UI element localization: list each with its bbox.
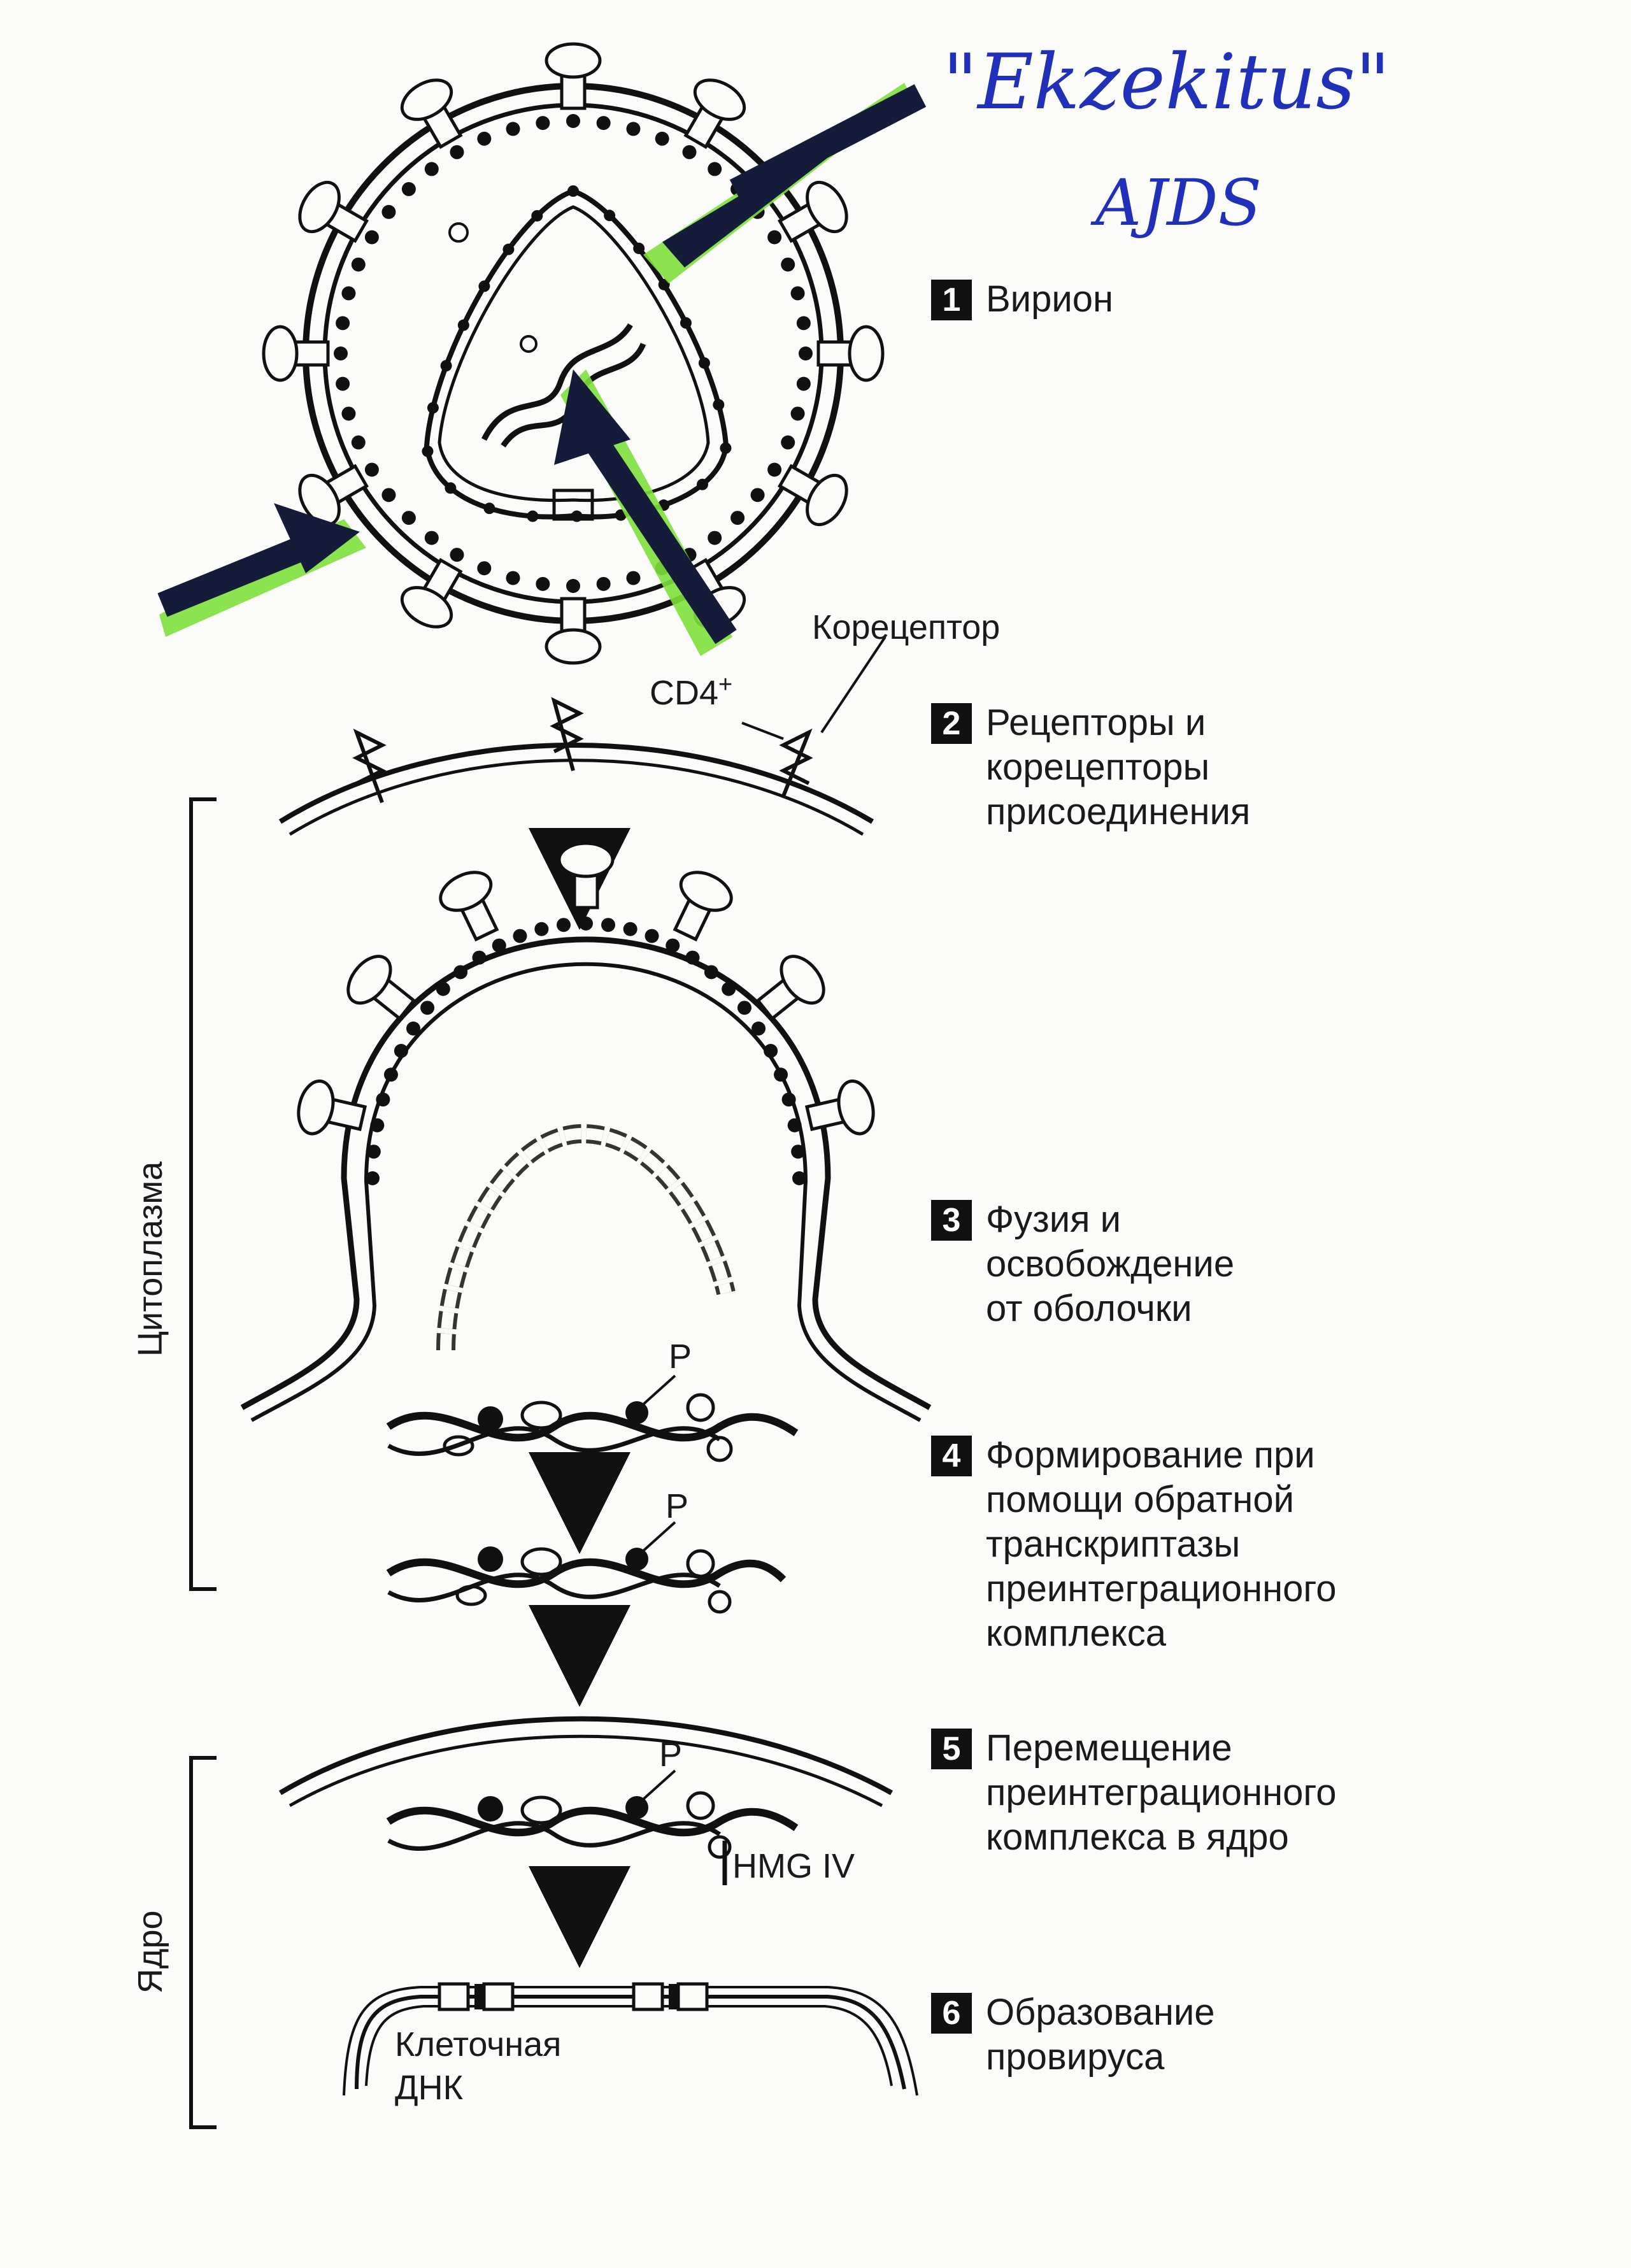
- step-5-text: Перемещение преинтеграционного комплекса…: [986, 1727, 1337, 1858]
- receptor-2: [550, 697, 584, 771]
- annotation-arrows: [157, 83, 927, 656]
- fusion-matrix-dots: [366, 916, 806, 1185]
- nucleus-bracket: [189, 1756, 217, 2129]
- step-4-text: Формирование при помощи обратной транскр…: [986, 1434, 1337, 1654]
- receptor-3: [779, 728, 813, 797]
- cytoplasm-bracket: [189, 797, 217, 1591]
- step-1-number: 1: [931, 280, 972, 320]
- step-6: 6 Образование провируса: [931, 1990, 1215, 2079]
- cell-dna-label-1: Клеточная: [395, 2025, 562, 2064]
- preintegration-complex-2: [386, 1521, 787, 1614]
- nuclear-membrane: [278, 1716, 893, 1808]
- phosphate-label-3: P: [659, 1736, 683, 1774]
- step-3-text: Фузия и освобождение от оболочки: [986, 1199, 1235, 1329]
- step-5-number: 5: [931, 1729, 972, 1769]
- preintegration-complex-1: [386, 1374, 799, 1462]
- step-3: 3 Фузия и освобождение от оболочки: [931, 1197, 1234, 1331]
- provirus: [343, 1982, 918, 2096]
- fusion-glycoproteins: [297, 841, 875, 1136]
- step-2: 2 Рецепторы и корецепторы присоединения: [931, 701, 1250, 834]
- cytoplasm-label: Цитоплазма: [131, 1161, 169, 1357]
- step-6-number: 6: [931, 1993, 972, 2034]
- cd4-text: CD4: [650, 674, 719, 712]
- cell-membrane-top: [278, 636, 887, 836]
- preintegration-complex-3: [386, 1769, 799, 1885]
- step-6-text: Образование провируса: [986, 1992, 1215, 2078]
- step-2-number: 2: [931, 703, 972, 744]
- handwritten-subtitle: AJDS: [1095, 166, 1262, 240]
- step-1: 1 Вирион: [931, 277, 1113, 322]
- step-2-text: Рецепторы и корецепторы присоединения: [986, 702, 1251, 832]
- step-4: 4 Формирование при помощи обратной транс…: [931, 1433, 1337, 1656]
- nucleus-label: Ядро: [131, 1910, 169, 1993]
- step-4-number: 4: [931, 1436, 972, 1476]
- phosphate-label-2: P: [666, 1487, 689, 1525]
- phosphate-label-1: P: [669, 1337, 692, 1376]
- hmg-label: HMG IV: [732, 1847, 855, 1885]
- step-1-text: Вирион: [986, 278, 1114, 320]
- step-5: 5 Перемещение преинтеграционного комплек…: [931, 1726, 1337, 1860]
- cd4-superscript: +: [718, 671, 733, 698]
- cd4-label: CD4+: [650, 666, 732, 712]
- virion: [262, 42, 885, 665]
- fusion-membrane: [240, 841, 932, 1422]
- glycoprotein-spikes: [262, 42, 885, 665]
- handwritten-title: "Ekzekitus": [943, 38, 1391, 127]
- step-3-number: 3: [931, 1200, 972, 1241]
- coreceptor-label: Корецептор: [812, 608, 1001, 646]
- cell-dna-label-2: ДНК: [395, 2069, 464, 2107]
- released-capsid: [436, 1123, 736, 1351]
- receptor-1: [352, 728, 387, 804]
- capsid-knobs: [422, 185, 732, 522]
